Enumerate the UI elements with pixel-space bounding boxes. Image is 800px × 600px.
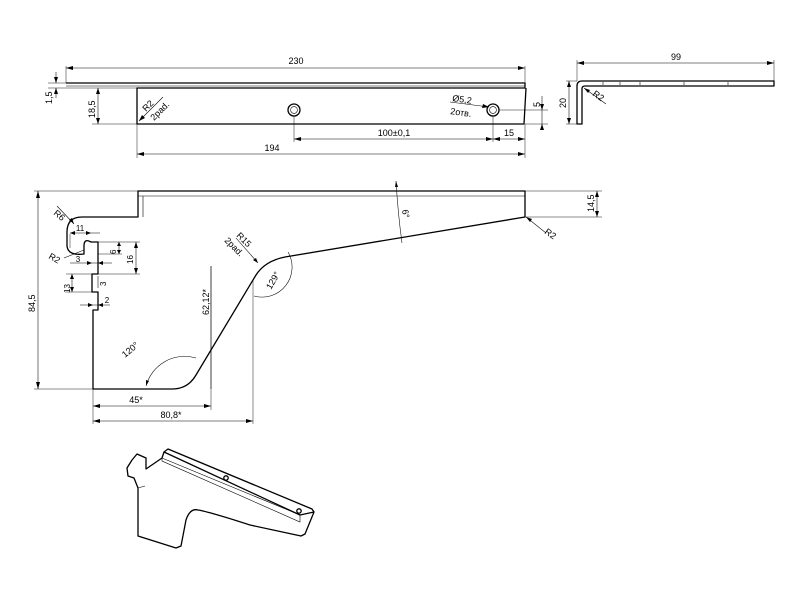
isometric-view (126, 448, 315, 549)
dim-80-8: 80,8* (160, 410, 182, 420)
bracket-outline (66, 190, 526, 390)
top-view: 230 1,5 18,5 R2 2pad. Ø5,2 2отв. 5 (44, 56, 548, 158)
hole-left (287, 103, 301, 117)
iso-hole-2 (296, 508, 302, 514)
dim-194: 194 (264, 143, 279, 153)
side-view-profile (576, 80, 775, 125)
dim-3-right: 3 (99, 281, 108, 286)
dim-6: 6 (109, 249, 118, 254)
dim-62-12: 62,12* (201, 288, 211, 315)
dim-5: 5 (532, 102, 542, 107)
dim-20: 20 (558, 98, 568, 108)
hole-diameter: Ø5,2 (452, 93, 473, 106)
hole-right (486, 103, 500, 117)
dim-84-5: 84,5 (27, 294, 37, 312)
iso-hole-1 (223, 475, 229, 481)
hole-count: 2отв. (450, 106, 472, 119)
dim-230: 230 (288, 56, 303, 66)
dim-2: 2 (105, 296, 110, 305)
side-r2: R2 (591, 88, 606, 103)
dim-1-5: 1,5 (44, 91, 54, 104)
dim-13: 13 (63, 284, 72, 293)
dim-11: 11 (76, 224, 85, 233)
dim-99: 99 (671, 52, 681, 62)
dim-16: 16 (126, 255, 135, 264)
iso-flange-edge (161, 457, 301, 523)
main-r2-right: R2 (543, 226, 558, 241)
dim-100: 100±0,1 (378, 128, 410, 138)
main-r2-left: R2 (47, 251, 62, 265)
iso-bracket-body (126, 451, 315, 549)
dim-14-5: 14,5 (586, 194, 596, 212)
iso-top-flange (163, 448, 315, 513)
dim-45: 45* (129, 395, 143, 405)
arc-120 (145, 356, 197, 387)
arc-129 (253, 251, 293, 298)
side-view: 99 20 R2 (558, 52, 775, 125)
angle-6: 6° (400, 209, 411, 220)
main-r6: R6 (52, 208, 67, 223)
angle-120: 120° (120, 340, 141, 360)
dim-15: 15 (504, 128, 514, 138)
angle-129: 129° (264, 270, 282, 291)
dim-18-5: 18,5 (87, 100, 97, 118)
dim-3-upper: 3 (76, 255, 81, 264)
main-view: R6 R2 11 6 16 3 3 (27, 180, 602, 424)
